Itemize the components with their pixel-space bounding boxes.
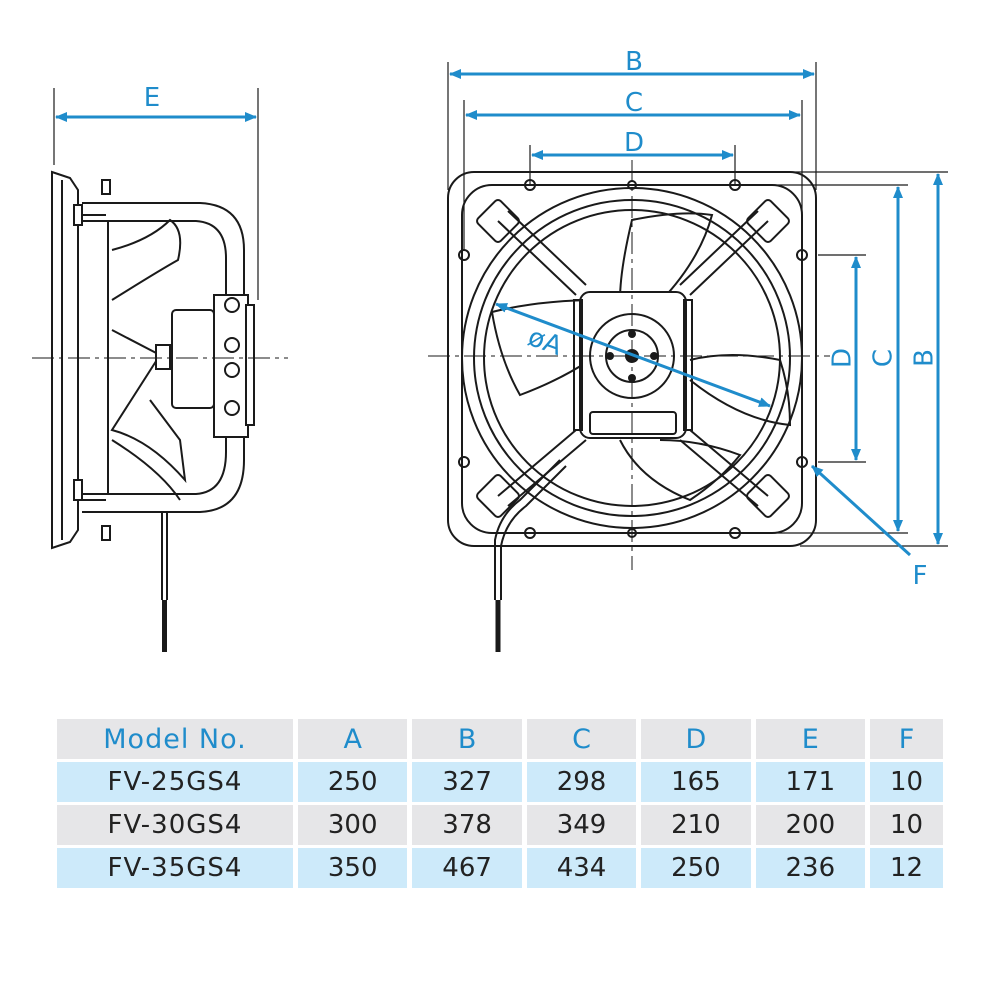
dim-b-label-top: B bbox=[625, 47, 643, 77]
side-guard bbox=[82, 202, 245, 513]
dim-c-label-top: C bbox=[625, 88, 643, 118]
table-cell: 10 bbox=[870, 762, 943, 802]
dim-d-label-top: D bbox=[624, 128, 644, 158]
table-header-cell: A bbox=[298, 719, 408, 759]
dim-c-label-side: C bbox=[869, 349, 899, 367]
dim-a-diameter bbox=[495, 302, 771, 408]
table-cell: 236 bbox=[755, 848, 866, 888]
table-cell: 10 bbox=[870, 805, 943, 845]
front-dimensions bbox=[449, 69, 943, 557]
table-row: FV-35GS4 350 467 434 250 236 12 bbox=[57, 848, 943, 888]
table-header-cell: F bbox=[870, 719, 943, 759]
table-cell: 12 bbox=[870, 848, 943, 888]
side-flange bbox=[51, 170, 79, 550]
table-cell: FV-30GS4 bbox=[57, 805, 293, 845]
table-cell: 250 bbox=[641, 848, 751, 888]
table-cell: FV-25GS4 bbox=[57, 762, 293, 802]
dim-d-label-side: D bbox=[828, 348, 858, 368]
table-cell: 210 bbox=[641, 805, 751, 845]
table-cell: 434 bbox=[526, 848, 637, 888]
table-cell: 349 bbox=[526, 805, 637, 845]
dim-b-label-side: B bbox=[910, 349, 940, 367]
table-cell: 171 bbox=[755, 762, 866, 802]
side-view bbox=[32, 88, 288, 652]
table-header-cell: E bbox=[755, 719, 866, 759]
table-cell: 165 bbox=[641, 762, 751, 802]
table-cell: 250 bbox=[298, 762, 408, 802]
fan-dimension-drawing: E bbox=[32, 47, 948, 652]
table-header-cell: C bbox=[526, 719, 637, 759]
table-cell: 467 bbox=[412, 848, 522, 888]
dim-f-label: F bbox=[913, 561, 928, 591]
table-cell: 327 bbox=[412, 762, 522, 802]
side-blade-upper bbox=[111, 218, 182, 301]
dim-f-leader bbox=[810, 464, 912, 557]
table-row: FV-25GS4 250 327 298 165 171 10 bbox=[57, 762, 943, 802]
table-header-row: Model No. A B C D E F bbox=[57, 719, 943, 759]
table-cell: FV-35GS4 bbox=[57, 848, 293, 888]
dimension-table: Model No. A B C D E F FV-25GS4 250 327 2… bbox=[52, 716, 948, 891]
table-header-cell: B bbox=[412, 719, 522, 759]
dim-e-label: E bbox=[144, 83, 160, 113]
table-header-cell: D bbox=[641, 719, 751, 759]
side-blade-lower bbox=[110, 329, 187, 484]
table-cell: 300 bbox=[298, 805, 408, 845]
table-row: FV-30GS4 300 378 349 210 200 10 bbox=[57, 805, 943, 845]
table-cell: 378 bbox=[412, 805, 522, 845]
side-terminal-box bbox=[213, 294, 249, 438]
table-cell: 298 bbox=[526, 762, 637, 802]
table-cell: 200 bbox=[755, 805, 866, 845]
side-motor bbox=[171, 309, 215, 409]
table-cell: 350 bbox=[298, 848, 408, 888]
table-header-cell: Model No. bbox=[57, 719, 293, 759]
